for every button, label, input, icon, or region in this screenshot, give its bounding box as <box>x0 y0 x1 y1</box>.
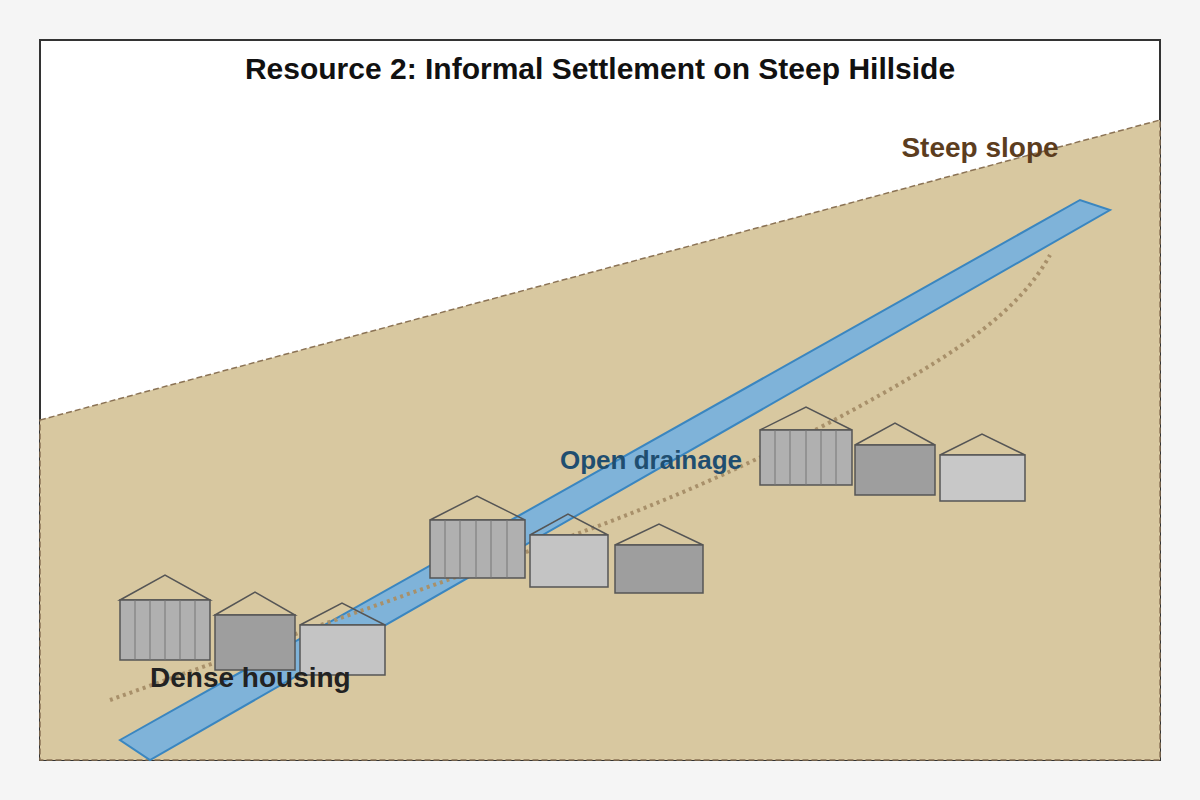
roof <box>530 514 608 535</box>
houses <box>120 407 1025 675</box>
house <box>120 600 210 660</box>
footpath <box>110 255 1050 700</box>
frame <box>40 40 1160 760</box>
hillside <box>40 120 1160 760</box>
roof <box>430 496 525 520</box>
corrugation <box>775 430 836 485</box>
house <box>615 545 703 593</box>
house <box>760 430 852 485</box>
house <box>855 445 935 495</box>
slope-label: Steep slope <box>860 133 1100 164</box>
drainage-channel <box>120 200 1110 760</box>
roof <box>855 423 935 445</box>
roof <box>940 434 1025 455</box>
house <box>430 520 525 578</box>
corrugation <box>445 520 507 578</box>
roof <box>215 592 295 615</box>
house <box>530 535 608 587</box>
roof <box>120 575 210 600</box>
diagram-title: Resource 2: Informal Settlement on Steep… <box>40 52 1160 85</box>
roof <box>300 603 385 625</box>
roof <box>760 407 852 430</box>
drainage-label: Open drainage <box>560 446 820 475</box>
house <box>940 455 1025 501</box>
corrugation <box>135 600 195 660</box>
housing-label: Dense housing <box>150 663 450 694</box>
roof <box>615 524 703 545</box>
house <box>215 615 295 670</box>
